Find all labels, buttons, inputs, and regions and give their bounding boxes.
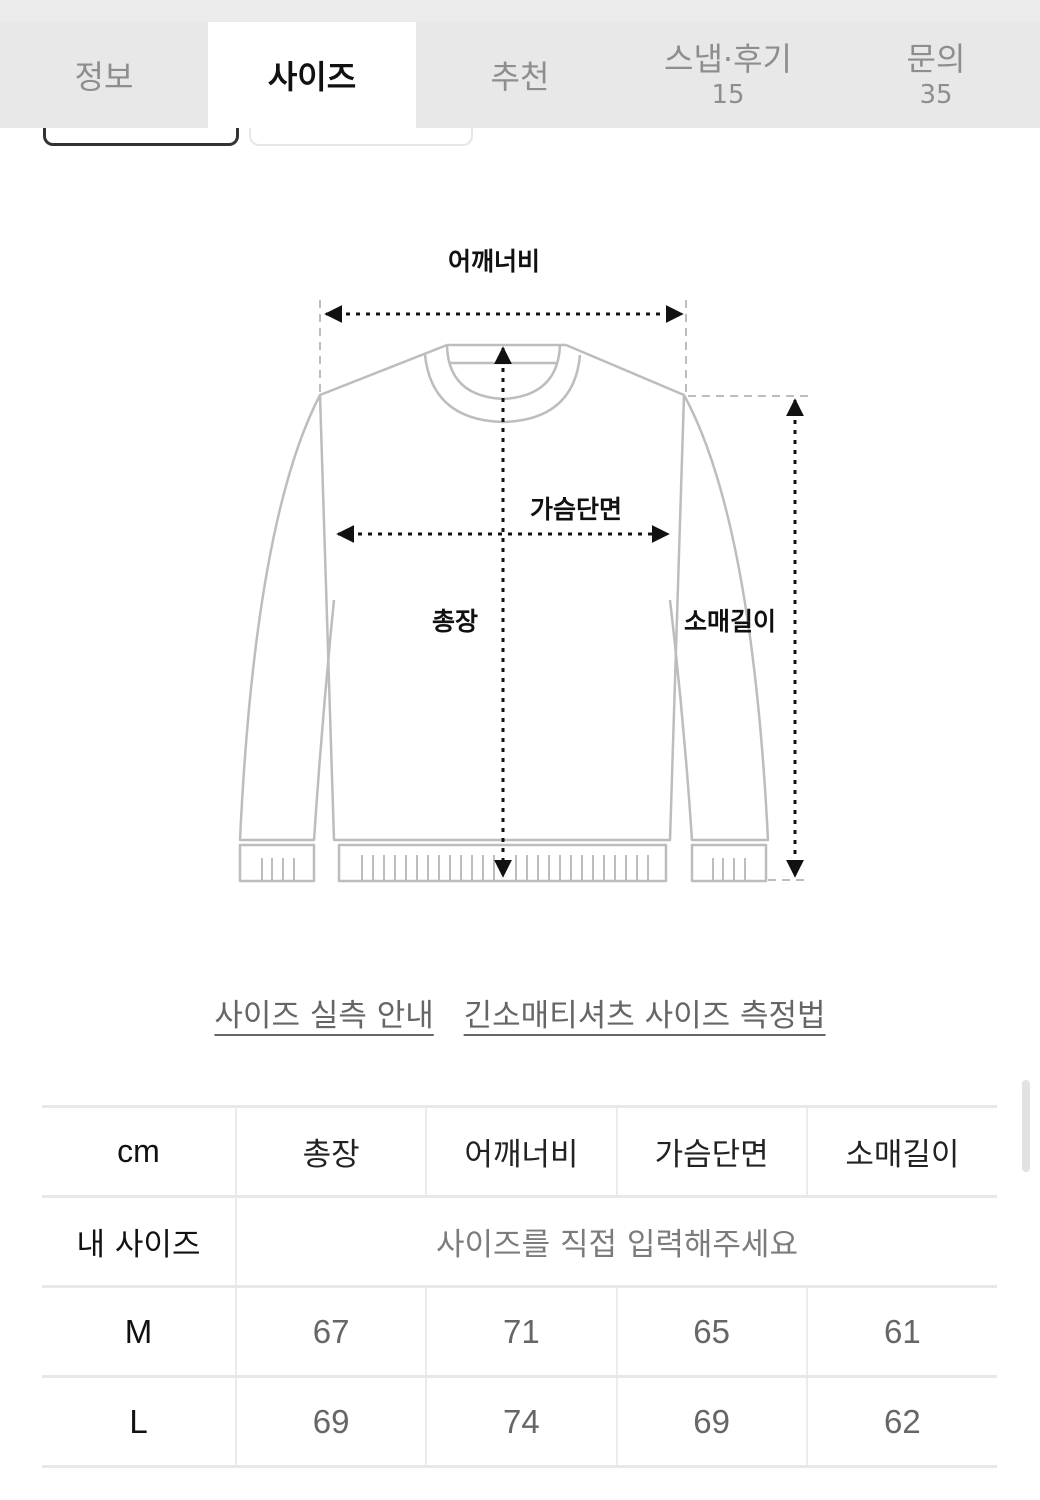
tab-count: 35 bbox=[919, 80, 953, 110]
size-diagram: 어깨너비 가슴단면 총장 소매길이 bbox=[0, 200, 1040, 920]
size-label: L bbox=[42, 1375, 236, 1468]
shoulder-width-value: 74 bbox=[425, 1375, 617, 1468]
shoulder-width-label: 어깨너비 bbox=[448, 247, 541, 276]
my-size-input[interactable]: 사이즈를 직접 입력해주세요 bbox=[235, 1195, 997, 1288]
size-table: cm 총장 어깨너비 가슴단면 소매길이 내 사이즈 사이즈를 직접 입력해주세… bbox=[42, 1105, 997, 1468]
tab-label: 문의 bbox=[906, 40, 966, 78]
tab-label: 스냅·후기 bbox=[664, 40, 792, 78]
chest-width-value: 65 bbox=[615, 1285, 807, 1378]
tab-count: 15 bbox=[711, 80, 745, 110]
scrollbar[interactable] bbox=[1022, 1080, 1030, 1172]
measured-size-guide-link[interactable]: 사이즈 실측 안내 bbox=[214, 998, 434, 1034]
table-header-row: cm 총장 어깨너비 가슴단면 소매길이 bbox=[42, 1105, 997, 1198]
chest-width-value: 69 bbox=[615, 1375, 807, 1468]
chest-width-label: 가슴단면 bbox=[530, 495, 623, 524]
tab-label: 정보 bbox=[74, 58, 134, 96]
unit-header: cm bbox=[42, 1105, 236, 1198]
total-length-label: 총장 bbox=[432, 607, 479, 636]
tab-label: 추천 bbox=[490, 58, 550, 96]
column-header-chest-width: 가슴단면 bbox=[615, 1105, 807, 1198]
measure-method-link[interactable]: 긴소매티셔츠 사이즈 측정법 bbox=[463, 998, 826, 1034]
top-strip bbox=[0, 0, 1040, 22]
long-sleeve-tshirt-illustration bbox=[238, 300, 808, 883]
total-length-value: 67 bbox=[234, 1285, 427, 1378]
tab-size[interactable]: 사이즈 bbox=[208, 22, 416, 128]
sleeve-length-label: 소매길이 bbox=[684, 607, 777, 636]
tab-recommend[interactable]: 추천 bbox=[416, 22, 624, 128]
column-header-shoulder-width: 어깨너비 bbox=[425, 1105, 617, 1198]
table-row: L 69 74 69 62 bbox=[42, 1375, 997, 1468]
my-size-label: 내 사이즈 bbox=[42, 1195, 236, 1288]
column-header-total-length: 총장 bbox=[234, 1105, 427, 1198]
sleeve-length-value: 62 bbox=[805, 1375, 997, 1468]
tab-info[interactable]: 정보 bbox=[0, 22, 208, 128]
total-length-value: 69 bbox=[234, 1375, 427, 1468]
sleeve-length-value: 61 bbox=[805, 1285, 997, 1378]
size-option-button-selected[interactable] bbox=[43, 128, 239, 146]
tab-inquiry[interactable]: 문의 35 bbox=[832, 22, 1040, 128]
tab-snap-review[interactable]: 스냅·후기 15 bbox=[624, 22, 832, 128]
tab-label: 사이즈 bbox=[267, 58, 357, 96]
size-label: M bbox=[42, 1285, 236, 1378]
size-option-button[interactable] bbox=[249, 128, 473, 146]
column-header-sleeve-length: 소매길이 bbox=[805, 1105, 997, 1198]
product-tab-bar: 정보 사이즈 추천 스냅·후기 15 문의 35 bbox=[0, 22, 1040, 128]
size-guide-links: 사이즈 실측 안내 긴소매티셔츠 사이즈 측정법 bbox=[0, 990, 1040, 1035]
shoulder-width-value: 71 bbox=[425, 1285, 617, 1378]
table-row: M 67 71 65 61 bbox=[42, 1285, 997, 1378]
my-size-row: 내 사이즈 사이즈를 직접 입력해주세요 bbox=[42, 1195, 997, 1288]
